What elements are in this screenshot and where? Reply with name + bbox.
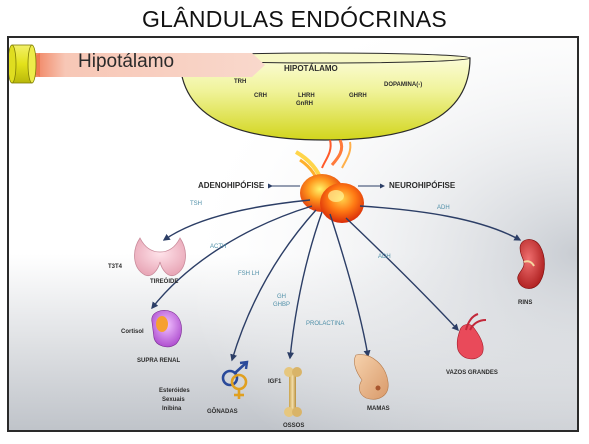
adrenal-illustration	[151, 310, 182, 348]
arrow-adh-upper	[359, 205, 522, 241]
ossos-label: OSSOS	[283, 423, 304, 429]
pituitary-gland	[294, 139, 364, 223]
hormone-gnrh: GnRH	[296, 101, 313, 107]
ossos-hormone: IGF1	[268, 379, 282, 385]
hormone-ghrh: GHRH	[349, 93, 367, 99]
gonadas-hormone-3: Inibina	[162, 406, 182, 412]
gender-symbol-icon	[221, 360, 249, 399]
hormone-arrows	[151, 199, 522, 362]
arrow-prolactina	[329, 213, 371, 358]
label-tsh: TSH	[190, 201, 202, 207]
arrow-fsh-lh	[230, 209, 317, 362]
vessel-illustration	[456, 313, 487, 360]
hipotalamo-callout-label: Hipotálamo	[78, 51, 175, 72]
hormone-lhrh: LHRH	[298, 93, 315, 99]
page-title: GLÂNDULAS ENDÓCRINAS	[141, 6, 448, 32]
breast-illustration	[354, 354, 389, 400]
bone-illustration	[284, 367, 302, 417]
tireoide-label: TIREÓIDE	[150, 277, 178, 285]
supra-renal-hormone: Cortisol	[121, 329, 144, 335]
label-adh-lower: ADH	[378, 254, 391, 260]
gonadas-label: GÔNADAS	[207, 407, 238, 415]
supra-renal-label: SUPRA RENAL	[137, 358, 180, 364]
gonadas-hormone-1: Esteróides	[159, 388, 190, 394]
kidney-illustration	[517, 239, 545, 289]
vazos-label: VAZOS GRANDES	[446, 370, 498, 376]
neurohipofise-label: NEUROHIPÓFISE	[389, 181, 456, 190]
hormone-dopamina: DOPAMINA(-)	[384, 82, 422, 88]
hormone-crh: CRH	[254, 93, 267, 99]
hypothalamus-callout	[7, 44, 265, 84]
mamas-label: MAMAS	[367, 406, 390, 412]
hormone-trh: TRH	[234, 79, 246, 85]
label-gh: GH	[277, 294, 286, 300]
label-ghbp: GHBP	[273, 302, 290, 308]
hypothalamus-title: HIPOTÁLAMO	[284, 64, 338, 73]
label-fsh-lh: FSH LH	[238, 271, 259, 277]
label-acth: ACTH	[210, 244, 226, 250]
label-prolactina: PROLACTINA	[306, 321, 344, 327]
adenohipofise-label: ADENOHIPÓFISE	[198, 181, 265, 190]
tireoide-hormone: T3T4	[108, 264, 123, 270]
slide-frame	[7, 36, 579, 432]
arrow-gh	[287, 211, 323, 360]
arrow-acth	[151, 205, 313, 310]
rins-label: RINS	[518, 300, 532, 306]
arrow-tsh	[162, 199, 311, 241]
gonadas-hormone-2: Sexuais	[162, 397, 185, 403]
arrow-adh-lower	[345, 217, 459, 332]
thyroid-illustration	[134, 237, 186, 277]
label-adh-upper: ADH	[437, 205, 450, 211]
